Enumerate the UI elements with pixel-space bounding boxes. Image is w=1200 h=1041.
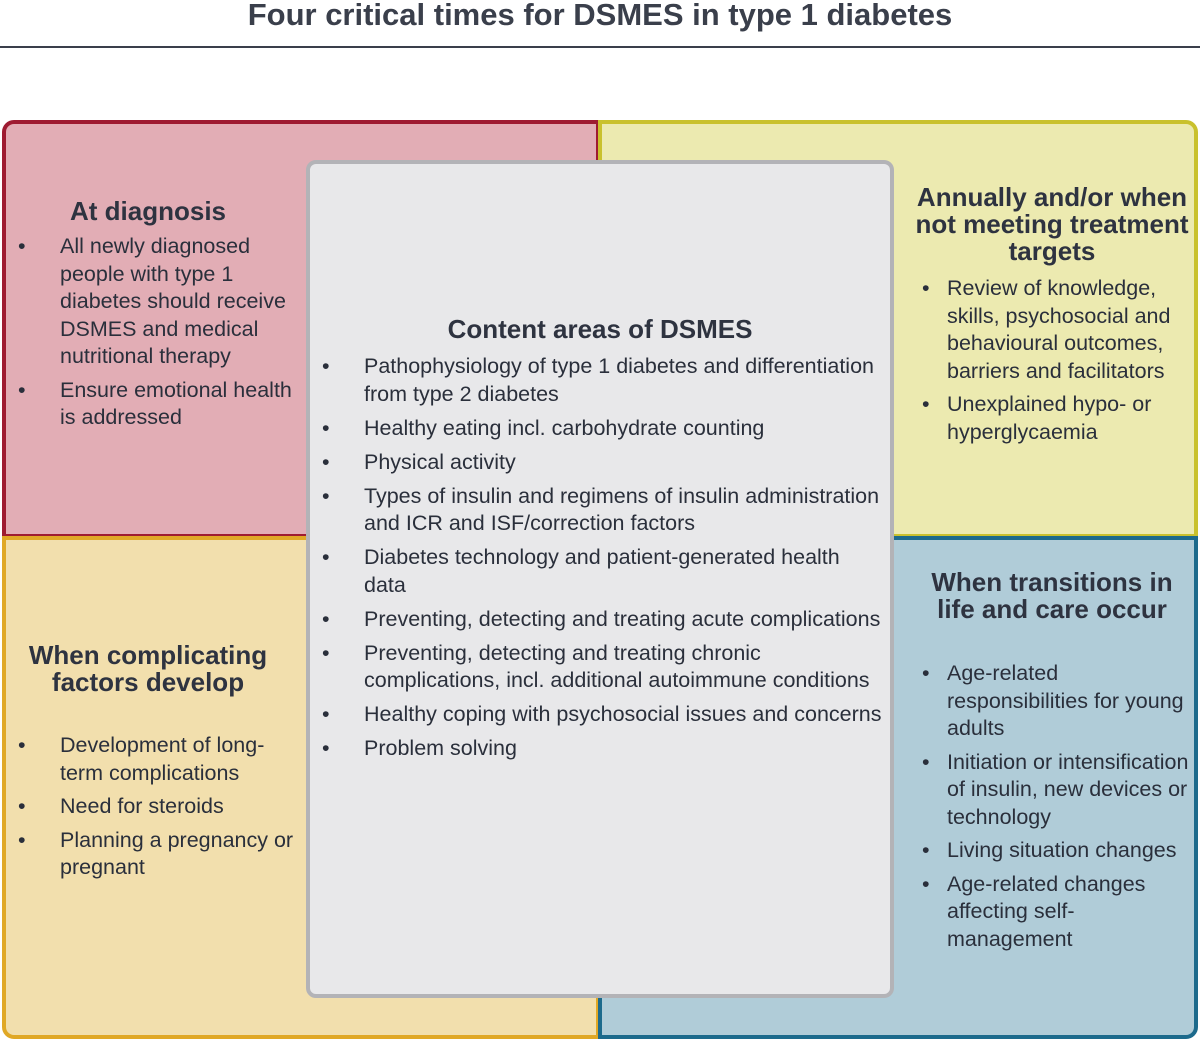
content-areas-panel — [306, 160, 894, 998]
list-item-text: Need for steroids — [60, 794, 224, 818]
bullet-icon: • — [922, 749, 930, 774]
bullet-icon: • — [922, 392, 930, 416]
annually-heading: Annually and/or when not meeting treatme… — [915, 182, 1189, 266]
list-item: • Review of knowledge, skills, psychosoci… — [922, 275, 1195, 385]
list-item: • Age-related responsibilities for young … — [922, 660, 1195, 743]
bullet-icon: • — [18, 794, 26, 818]
bullet-icon: • — [322, 640, 330, 665]
list-item: • Living situation changes — [922, 837, 1195, 865]
list-item-text: Development of long-term complications — [60, 733, 265, 785]
list-item-text: Pathophysiology of type 1 diabetes and d… — [364, 354, 874, 406]
list-item-text: Ensure emotional health is addressed — [60, 377, 292, 430]
bullet-icon: • — [322, 449, 330, 474]
list-item-text: Diabetes technology and patient-generate… — [364, 545, 840, 597]
list-item: • Unexplained hypo- or hyperglycaemia — [922, 391, 1195, 446]
list-item: • Development of long-term complications — [18, 732, 300, 787]
list-item-text: Living situation changes — [947, 838, 1177, 862]
list-item-text: Healthy coping with psychosocial issues … — [364, 702, 882, 726]
bullet-icon: • — [322, 354, 330, 378]
list-item-text: Review of knowledge, skills, psychosocia… — [947, 276, 1171, 383]
list-item-text: Healthy eating incl. carbohydrate counti… — [364, 415, 765, 440]
bullet-icon: • — [322, 545, 330, 569]
list-item: • Diabetes technology and patient-generat… — [322, 544, 884, 599]
annually-list: • Review of knowledge, skills, psychosoci… — [922, 275, 1195, 446]
at-diagnosis-heading: At diagnosis — [69, 196, 226, 226]
list-item: • Ensure emotional health is addressed — [18, 377, 300, 432]
list-item-text: Preventing, detecting and treating acute… — [364, 606, 881, 631]
complicating-factors-heading: When complicating factors develop — [28, 640, 268, 697]
list-item: • Physical activity — [322, 449, 884, 477]
list-item: • Need for steroids — [18, 793, 300, 821]
bullet-icon: • — [18, 377, 26, 402]
list-item-text: Preventing, detecting and treating chron… — [364, 640, 870, 693]
list-item-text: All newly diagnosed people with type 1 d… — [60, 234, 286, 368]
list-item-text: Initiation or intensification of insulin… — [947, 749, 1189, 829]
bullet-icon: • — [18, 733, 26, 757]
list-item: • Pathophysiology of type 1 diabetes and … — [322, 353, 884, 408]
list-item: • Healthy coping with psychosocial issues… — [322, 701, 884, 729]
list-item: • Problem solving — [322, 735, 884, 763]
bullet-icon: • — [18, 234, 26, 258]
list-item: • Age-related changes affecting self-mana… — [922, 871, 1195, 954]
figure-title: Four critical times for DSMES in type 1 … — [0, 0, 1200, 48]
bullet-icon: • — [922, 661, 930, 685]
list-item-text: Age-related responsibilities for young a… — [947, 661, 1184, 740]
list-item: • All newly diagnosed people with type 1 … — [18, 233, 300, 371]
list-item-text: Age-related changes affecting self-manag… — [947, 871, 1146, 951]
content-areas-list: • Pathophysiology of type 1 diabetes and … — [322, 353, 884, 763]
bullet-icon: • — [322, 736, 330, 760]
complicating-factors-list: •Development of long-term complications … — [18, 732, 300, 882]
list-item-text: Physical activity — [364, 449, 516, 474]
at-diagnosis-list: • All newly diagnosed people with type 1 … — [18, 233, 300, 432]
list-item-text: Planning a pregnancy or pregnant — [60, 827, 294, 880]
list-item-text: Unexplained hypo- or hyperglycaemia — [947, 392, 1152, 444]
transitions-heading: When transitions in life and care occur — [931, 567, 1173, 624]
list-item: • Initiation or intensification of insuli… — [922, 749, 1195, 832]
list-item: • Preventing, detecting and treating acut… — [322, 606, 884, 634]
list-item-text: Types of insulin and regimens of insulin… — [364, 483, 880, 536]
transitions-list: • Age-related responsibilities for young … — [922, 660, 1195, 954]
list-item: • Planning a pregnancy or pregnant — [18, 827, 300, 882]
list-item: • Preventing, detecting and treating chro… — [322, 640, 884, 695]
list-item: • Healthy eating incl. carbohydrate count… — [322, 415, 884, 443]
bullet-icon: • — [922, 871, 930, 896]
content-areas-heading: Content areas of DSMES — [447, 314, 753, 344]
bullet-icon: • — [922, 838, 930, 862]
bullet-icon: • — [18, 827, 26, 852]
bullet-icon: • — [922, 276, 930, 300]
list-item: • Types of insulin and regimens of insuli… — [322, 483, 884, 538]
bullet-icon: • — [322, 415, 330, 440]
list-item-text: Problem solving — [364, 736, 517, 760]
bullet-icon: • — [322, 483, 330, 508]
bullet-icon: • — [322, 702, 330, 726]
bullet-icon: • — [322, 606, 330, 631]
